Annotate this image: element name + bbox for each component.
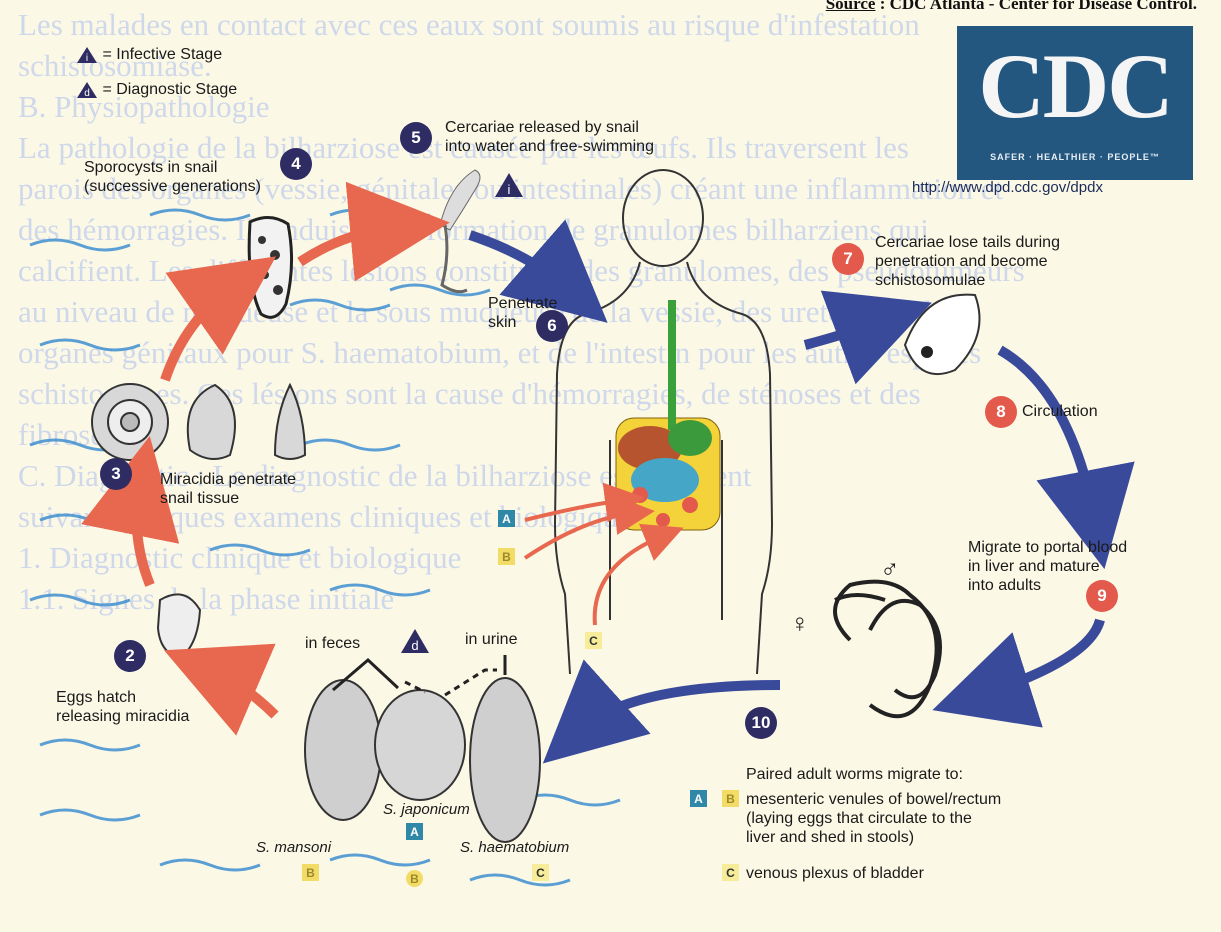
svg-text:d: d: [84, 88, 90, 99]
stage-badge-7: 7: [832, 243, 864, 275]
s-mansoni-label: S. mansoni: [256, 838, 331, 857]
cdc-logo: CDC SAFER · HEALTHIER · PEOPLE™: [957, 26, 1193, 180]
egg-marker-b2: B: [406, 870, 423, 887]
egg-marker-b: B: [302, 864, 319, 881]
marker-c: C: [722, 864, 739, 881]
legend-infective: i = Infective Stage: [76, 45, 222, 64]
legend-diagnostic: d = Diagnostic Stage: [76, 80, 237, 99]
destination-c-label: venous plexus of bladder: [746, 864, 924, 883]
source-citation: Source : CDC Atlanta - Center for Diseas…: [826, 0, 1197, 14]
schistosomulum-figure: [905, 295, 980, 375]
infective-stage-icon: i: [76, 46, 98, 64]
miracidium-figure: [158, 594, 200, 658]
stage-badge-2: 2: [114, 640, 146, 672]
in-urine-label: in urine: [465, 630, 517, 649]
marker-b: B: [722, 790, 739, 807]
stage-10-label: Paired adult worms migrate to:: [746, 765, 963, 784]
organs: [616, 300, 720, 530]
stage-4-label: Sporocysts in snail(successive generatio…: [84, 158, 261, 196]
svg-text:i: i: [508, 182, 511, 197]
snail-figures: [92, 384, 305, 460]
female-symbol: ♀: [790, 614, 810, 633]
cercaria-figure: [440, 170, 480, 292]
stage-badge-5: 5: [400, 122, 432, 154]
organ-marker-c: C: [585, 632, 602, 649]
organ-marker-a: A: [498, 510, 515, 527]
cdc-url: http://www.dpd.cdc.gov/dpdx: [912, 179, 1103, 196]
adult-worms-figure: [835, 582, 940, 717]
stage-badge-4: 4: [280, 148, 312, 180]
s-japonicum-label: S. japonicum: [383, 800, 470, 819]
svg-text:i: i: [86, 53, 88, 64]
blue-arrows: [470, 235, 1100, 730]
destination-ab-label: mesenteric venules of bowel/rectum(layin…: [746, 790, 1001, 847]
male-symbol: ♂: [880, 560, 900, 579]
infective-stage-marker-icon: i: [494, 172, 524, 198]
egg-marker-a: A: [406, 823, 423, 840]
in-feces-label: in feces: [305, 634, 360, 653]
stage-8-label: Circulation: [1022, 402, 1098, 421]
marker-a: A: [690, 790, 707, 807]
stage-badge-10: 10: [745, 707, 777, 739]
diagnostic-stage-marker-icon: d: [400, 628, 430, 654]
svg-text:d: d: [411, 638, 418, 653]
s-haematobium-label: S. haematobium: [460, 838, 569, 857]
diagnostic-stage-icon: d: [76, 81, 98, 99]
egg-marker-c: C: [532, 864, 549, 881]
stage-badge-8: 8: [985, 396, 1017, 428]
stage-badge-3: 3: [100, 458, 132, 490]
organ-marker-b: B: [498, 548, 515, 565]
sporocyst-figure: [249, 217, 291, 317]
